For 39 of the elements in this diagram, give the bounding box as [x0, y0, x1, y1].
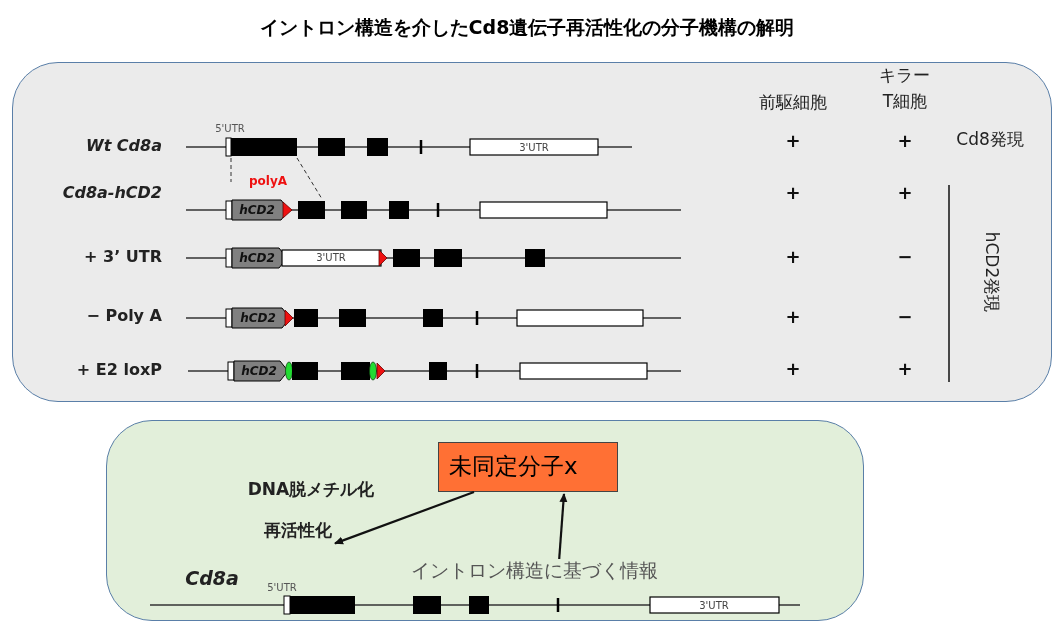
- process-label: 再活性化: [264, 520, 332, 541]
- info-text: イントロン構造に基づく情報: [411, 559, 658, 582]
- column-header: キラーT細胞: [878, 63, 932, 113]
- utr-label: 5'UTR: [267, 582, 297, 594]
- polya-label: polyA: [248, 173, 288, 189]
- expression-mark: +: [897, 182, 913, 204]
- row-label: − Poly A: [86, 306, 162, 326]
- expression-label: hCD2発現: [981, 231, 1003, 313]
- expression-mark: +: [897, 358, 913, 380]
- row-label: + 3’ UTR: [84, 247, 162, 267]
- row-label: Wt Cd8a: [86, 136, 162, 156]
- expression-mark: +: [897, 130, 913, 152]
- expression-mark: +: [785, 306, 801, 328]
- arrow: [334, 490, 475, 545]
- gene-label: hCD2: [240, 310, 276, 326]
- row-label: Cd8a-hCD2: [62, 183, 162, 203]
- gene-label: hCD2: [239, 250, 275, 266]
- expression-label: Cd8発現: [956, 128, 1024, 150]
- row-label: + E2 loxP: [76, 360, 162, 380]
- utr-label: 3'UTR: [699, 600, 729, 612]
- expression-mark: +: [785, 182, 801, 204]
- utr-label: 5'UTR: [215, 123, 245, 135]
- expression-mark: +: [785, 130, 801, 152]
- annotation: DNA脱メチル化: [247, 478, 375, 500]
- molecule-box: 未同定分子x: [438, 442, 618, 492]
- expression-mark: −: [897, 306, 913, 328]
- gene-label: hCD2: [241, 363, 277, 379]
- expression-mark: +: [785, 358, 801, 380]
- expression-mark: +: [785, 246, 801, 268]
- panel-background: [12, 62, 1052, 402]
- expression-mark: −: [897, 246, 913, 268]
- utr-label: 3'UTR: [519, 142, 549, 154]
- panel-background: [106, 420, 864, 621]
- arrow: [558, 493, 568, 560]
- utr-label: 3'UTR: [316, 252, 346, 264]
- gene-name: Cd8a: [185, 566, 239, 590]
- title: イントロン構造を介したCd8遺伝子再活性化の分子機構の解明: [259, 15, 795, 39]
- column-header: 前駆細胞: [759, 91, 827, 113]
- gene-label: hCD2: [239, 202, 275, 218]
